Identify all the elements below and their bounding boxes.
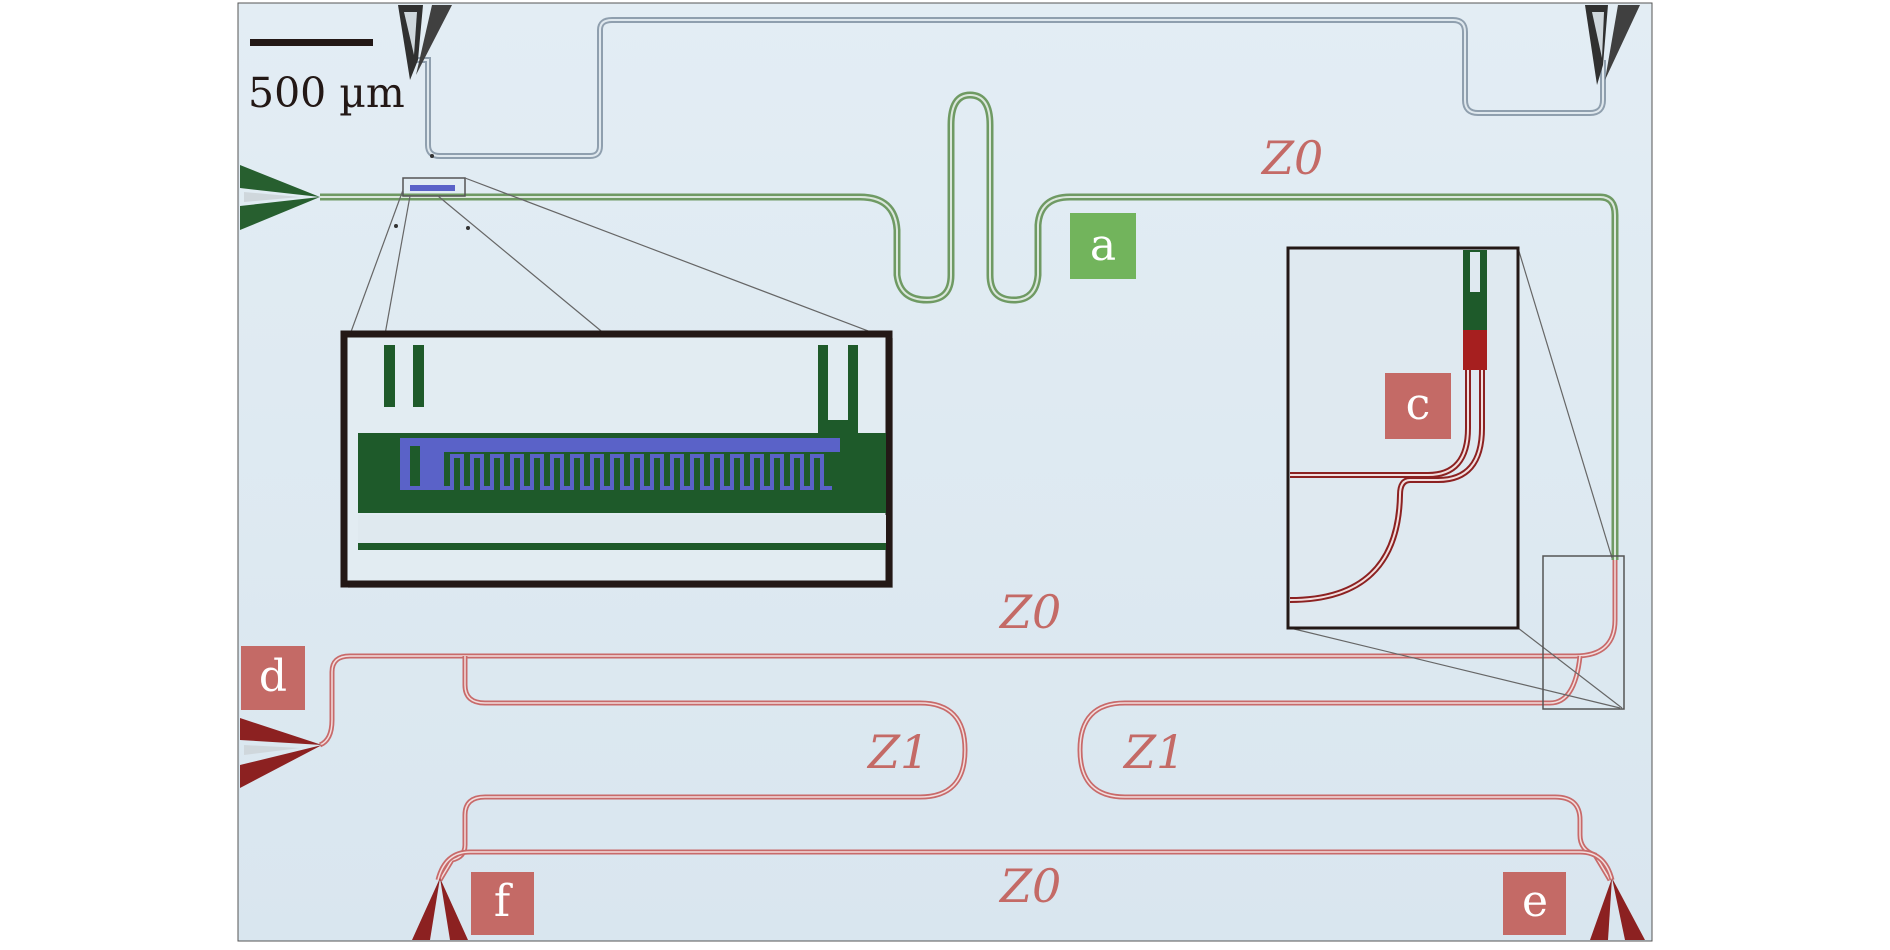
label-f-box	[471, 872, 534, 935]
z1-left-label: Z1	[866, 725, 929, 779]
label-e-box	[1503, 872, 1566, 935]
label-c-box	[1385, 373, 1451, 439]
probe-top-right	[1585, 5, 1640, 85]
z0-mid-label: Z0	[998, 585, 1061, 639]
z0-bottom-label: Z0	[998, 859, 1061, 913]
probe-top-left	[398, 5, 452, 80]
scale-bar	[250, 39, 373, 46]
label-d: d	[259, 651, 287, 702]
label-f: f	[494, 876, 513, 927]
z1-right-label: Z1	[1122, 725, 1185, 779]
probe-green-left	[240, 165, 320, 230]
z0-top-label: Z0	[1260, 131, 1323, 185]
scale-bar-label: 500 µm	[248, 69, 405, 117]
probe-red-bottom-left	[412, 878, 468, 940]
probe-red-bottom-right	[1590, 878, 1645, 940]
label-d-box	[241, 646, 305, 710]
label-a-box	[1070, 213, 1136, 279]
label-e: e	[1522, 876, 1548, 927]
chip-device	[402, 177, 466, 197]
inset-connector-lines	[347, 177, 893, 341]
probe-red-left	[240, 718, 322, 788]
red-waveguide-network	[318, 560, 1618, 882]
label-c: c	[1406, 379, 1431, 430]
device-inset	[340, 330, 893, 588]
label-a: a	[1090, 220, 1116, 271]
